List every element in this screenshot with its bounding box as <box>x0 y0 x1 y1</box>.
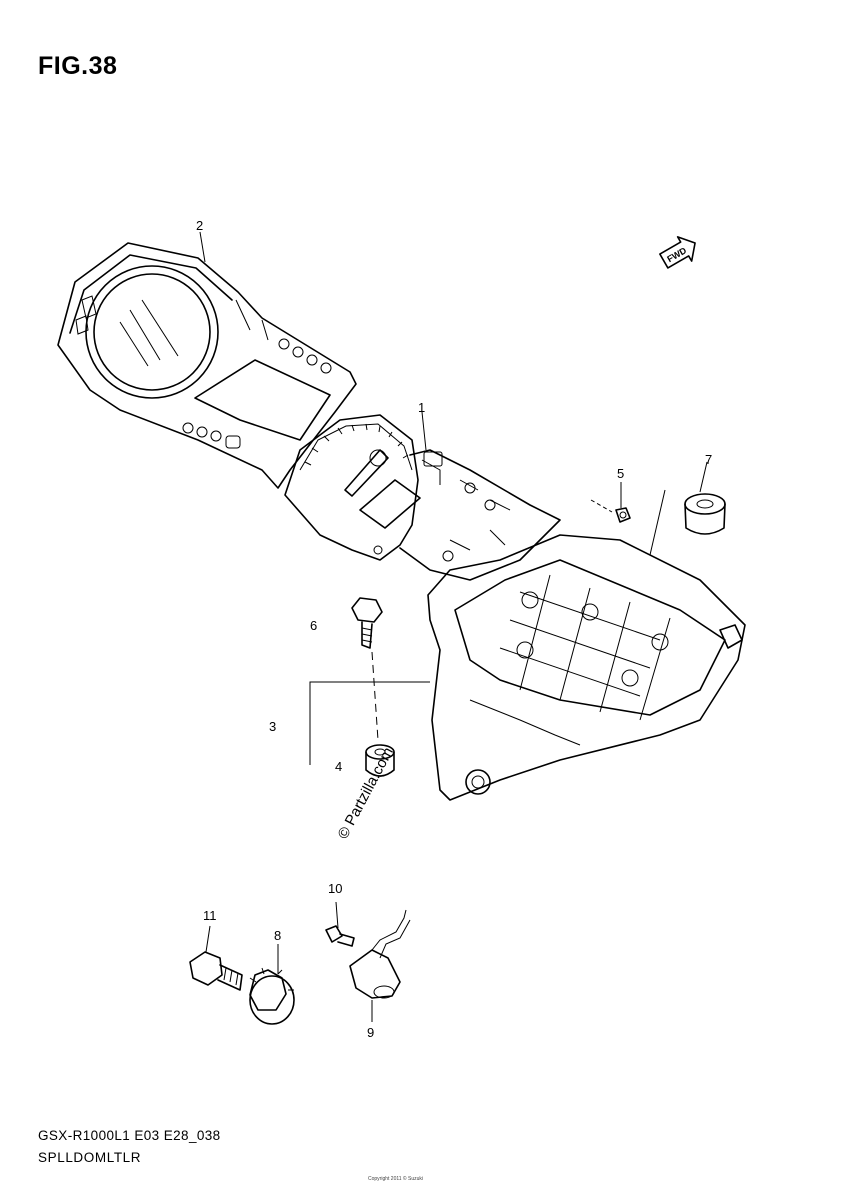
model-code: GSX-R1000L1 E03 E28_038 <box>38 1128 221 1143</box>
meter-front-cover-part <box>57 242 357 489</box>
fwd-tag-label: FWD <box>665 245 688 264</box>
callout-6: 6 <box>310 618 317 633</box>
bolt-part-10 <box>325 925 355 947</box>
bolt-part-11 <box>189 951 243 991</box>
speed-sensor-part-9 <box>349 909 411 999</box>
copyright-fine-print: Copyright 2011 © Suzuki <box>368 1176 424 1182</box>
callout-2: 2 <box>196 218 203 233</box>
callout-3: 3 <box>269 719 276 734</box>
callout-10: 10 <box>328 881 342 896</box>
screw-part-6 <box>351 597 383 649</box>
grommet-part-7 <box>684 493 726 535</box>
callout-1: 1 <box>418 400 425 415</box>
meter-lower-case-part <box>427 534 746 801</box>
callout-4: 4 <box>335 759 342 774</box>
screw-part-5 <box>615 507 631 523</box>
fwd-arrow-icon: FWD <box>659 236 696 269</box>
grommet-part-4 <box>365 744 395 777</box>
callout-8: 8 <box>274 928 281 943</box>
leader-lines <box>199 231 708 1022</box>
callout-9: 9 <box>367 1025 374 1040</box>
meter-assembly-part <box>284 414 561 581</box>
section-name: SPLLDOMLTLR <box>38 1150 142 1165</box>
callout-5: 5 <box>617 466 624 481</box>
callout-11: 11 <box>203 908 217 923</box>
callout-7: 7 <box>705 452 712 467</box>
figure-title: FIG.38 <box>38 52 118 80</box>
rotor-part-8 <box>249 967 295 1025</box>
